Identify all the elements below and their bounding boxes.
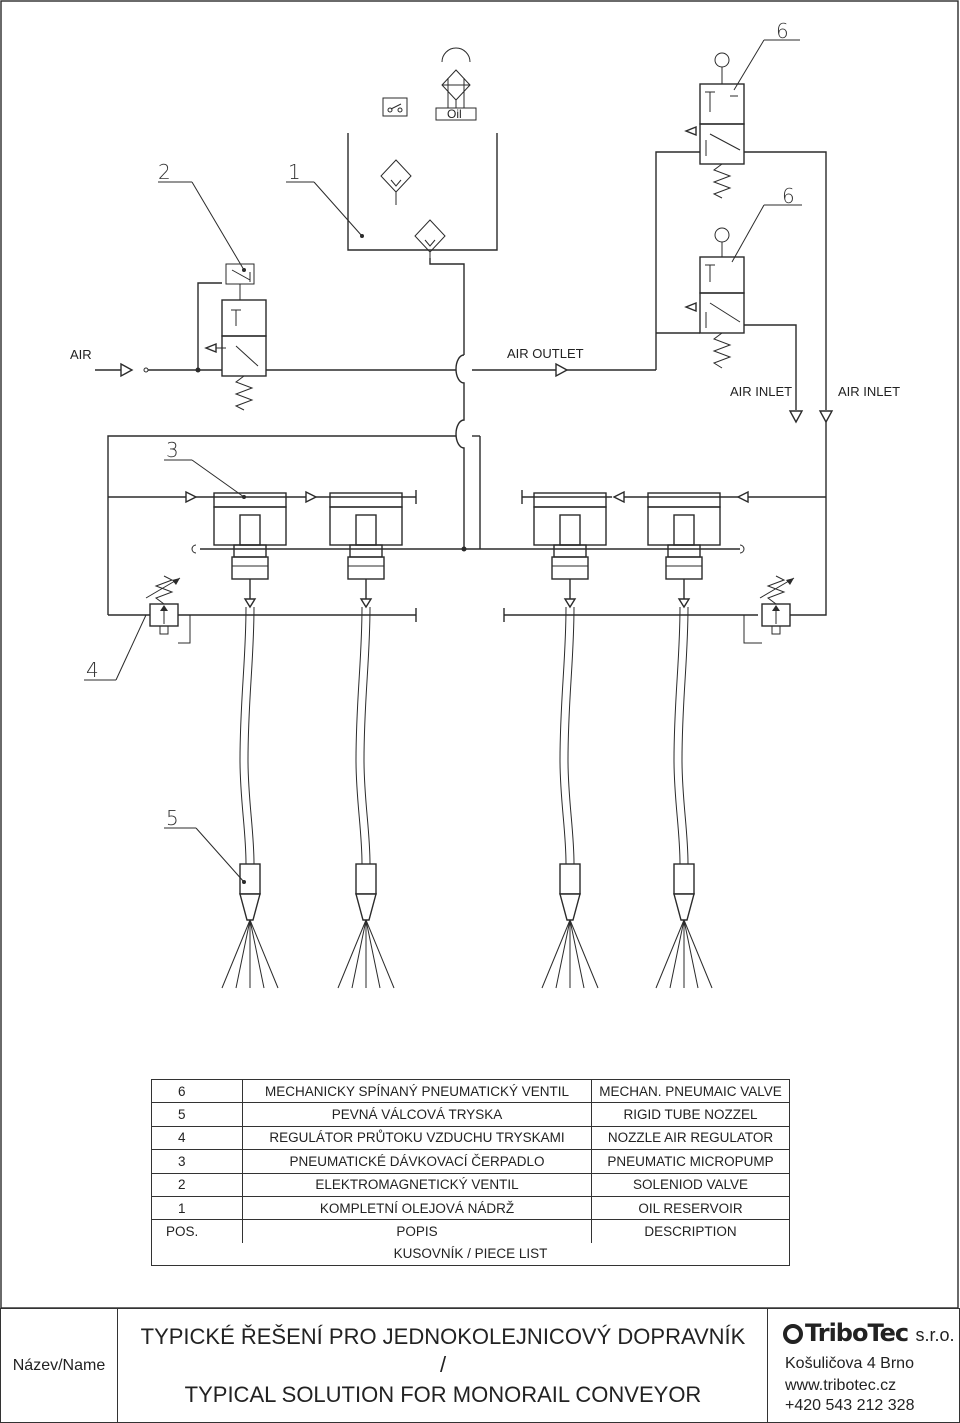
air-inlets: AIR INLET AIR INLET [730,151,900,424]
oil-manifold [191,544,745,554]
air-outlet-line: AIR OUTLET [300,151,700,378]
oil-reservoir: Oil [347,47,498,355]
en-description: OIL RESERVOIR [591,1195,790,1221]
air-inlet-label-2: AIR INLET [838,384,900,399]
en-description: SOLENIOD VALVE [591,1172,790,1197]
callout-5: 5 [166,806,179,830]
company-phone: +420 543 212 328 [785,1397,915,1414]
micropump-2 [329,492,403,609]
left-air-distribution [107,435,481,615]
title-cz: TYPICKÉ ŘEŠENÍ PRO JEDNOKOLEJNICOVÝ DOPR… [140,1324,746,1349]
callout-4: 4 [86,658,99,682]
parts-header-row: POS. POPIS DESCRIPTION [151,1219,790,1243]
parts-row: 2 ELEKTROMAGNETICKÝ VENTIL SOLENIOD VALV… [151,1172,790,1197]
company-name: TriboTec [805,1319,909,1347]
title-separator: / [439,1352,447,1377]
nozzle-2 [337,863,395,989]
right-air-distribution [521,422,827,616]
parts-row: 4 REGULÁTOR PRŮTOKU VZDUCHU TRYSKAMI NOZ… [151,1125,790,1151]
pos-cell: 2 [151,1172,243,1197]
nozzle-air-lines [178,608,758,622]
solenoid-valve [204,263,300,411]
cz-description: ELEKTROMAGNETICKÝ VENTIL [242,1172,592,1197]
parts-row: 3 PNEUMATICKÉ DÁVKOVACÍ ČERPADLO PNEUMAT… [151,1149,790,1174]
gear-icon [783,1324,803,1344]
micropump-4 [647,492,721,609]
title-en: TYPICAL SOLUTION FOR MONORAIL CONVEYOR [184,1382,702,1407]
callout-3: 3 [166,438,179,462]
cz-description: PNEUMATICKÉ DÁVKOVACÍ ČERPADLO [242,1149,592,1174]
regulator-left [84,575,191,681]
popis-header: POPIS [242,1219,592,1243]
company-web: www.tribotec.cz [785,1377,897,1394]
company-logo: TriboTec s.r.o. [783,1319,955,1347]
nozzle-4 [655,863,713,989]
cz-description: MECHANICKY SPÍNANÝ PNEUMATICKÝ VENTIL [242,1078,592,1104]
company-info: TriboTec s.r.o. Košuličova 4 Brno www.tr… [771,1309,959,1422]
name-label: Název/Name [1,1309,118,1422]
parts-row: 5 PEVNÁ VÁLCOVÁ TRYSKA RIGID TUBE NOZZEL [151,1102,790,1127]
nozzle-3 [541,863,599,989]
pos-header: POS. [151,1219,243,1243]
air-inlet-label-1: AIR INLET [730,384,792,399]
callout-2: 2 [158,160,171,184]
mechanical-valve-bottom [684,204,802,369]
company-suffix: s.r.o. [915,1325,955,1345]
pos-cell: 4 [151,1125,243,1151]
company-address: Košuličova 4 Brno [785,1355,914,1372]
air-label: AIR [70,347,92,362]
parts-footer-row: KUSOVNÍK / PIECE LIST [151,1242,790,1267]
regulator-right [743,575,795,644]
cz-description: REGULÁTOR PRŮTOKU VZDUCHU TRYSKAMI [242,1125,592,1151]
pos-cell: 6 [151,1078,243,1104]
pos-cell: 1 [151,1195,243,1221]
en-description: MECHAN. PNEUMAIC VALVE [591,1078,790,1104]
parts-row: 6 MECHANICKY SPÍNANÝ PNEUMATICKÝ VENTIL … [151,1078,790,1104]
oil-label: Oil [447,107,462,121]
callout-6-bottom: 6 [782,184,795,208]
air-inlet-line: AIR [70,282,222,378]
air-outlet-label: AIR OUTLET [507,346,584,361]
callout-6-top: 6 [776,19,789,43]
micropump-3 [533,492,607,609]
parts-list-table: 6 MECHANICKY SPÍNANÝ PNEUMATICKÝ VENTIL … [151,1078,790,1267]
mechanical-valve-top [684,39,800,199]
description-header: DESCRIPTION [591,1219,790,1243]
title-block: Název/Name TYPICKÉ ŘEŠENÍ PRO JEDNOKOLEJ… [0,1308,960,1423]
nozzle-1 [221,863,279,989]
parts-row: 1 KOMPLETNÍ OLEJOVÁ NÁDRŽ OIL RESERVOIR [151,1195,790,1221]
callout-leaders [158,181,364,884]
pos-cell: 5 [151,1102,243,1127]
en-description: NOZZLE AIR REGULATOR [591,1125,790,1151]
cz-description: PEVNÁ VÁLCOVÁ TRYSKA [242,1102,592,1127]
callout-1: 1 [288,160,301,184]
micropump-1 [213,492,287,609]
cz-description: KOMPLETNÍ OLEJOVÁ NÁDRŽ [242,1195,592,1221]
piece-list-label: KUSOVNÍK / PIECE LIST [151,1242,790,1267]
en-description: RIGID TUBE NOZZEL [591,1102,790,1127]
drawing-title: TYPICKÉ ŘEŠENÍ PRO JEDNOKOLEJNICOVÝ DOPR… [119,1309,768,1422]
tubes [239,606,689,865]
en-description: PNEUMATIC MICROPUMP [591,1149,790,1174]
pos-cell: 3 [151,1149,243,1174]
